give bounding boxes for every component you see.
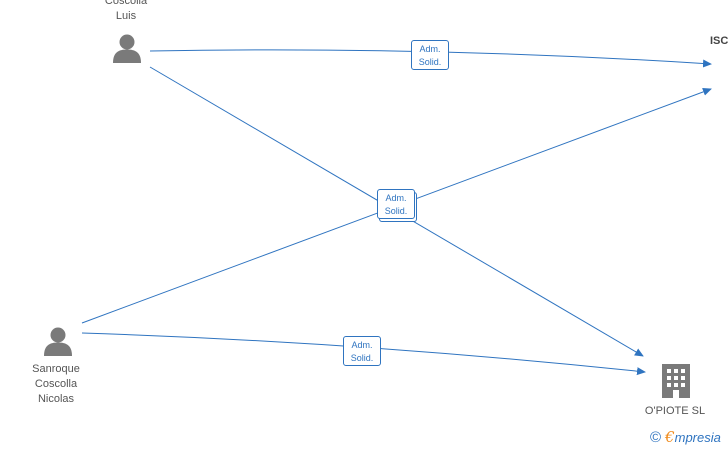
edge-label-center[interactable]: Adm. Solid. [377, 189, 415, 219]
person-icon[interactable] [44, 327, 72, 357]
node-label-isc: ISC [710, 35, 728, 47]
node-label-opiote: O'PIOTE SL [644, 405, 706, 417]
building-icon[interactable] [662, 364, 690, 398]
empresia-logo[interactable]: ©€mpresia [650, 428, 721, 446]
edge-label-top[interactable]: Adm. Solid. [411, 40, 449, 70]
edge-label-bottom[interactable]: Adm. Solid. [343, 336, 381, 366]
edge-label-line2: Solid. [418, 57, 442, 67]
edge-label-line2: Solid. [384, 206, 408, 216]
edge-label-line1: Adm. [385, 193, 407, 203]
edge-label-line2: Solid. [350, 353, 374, 363]
edge-label-line1: Adm. [419, 44, 441, 54]
node-label-nicolas: Sanroque Coscolla Nicolas [32, 363, 80, 405]
brand-e-glyph: € [665, 428, 675, 446]
edge-label-line1: Adm. [351, 340, 373, 350]
node-label-luis: Coscolla Luis [104, 0, 148, 22]
copyright-symbol: © [650, 429, 662, 446]
brand-name: mpresia [674, 430, 721, 445]
person-icon[interactable] [113, 34, 141, 64]
